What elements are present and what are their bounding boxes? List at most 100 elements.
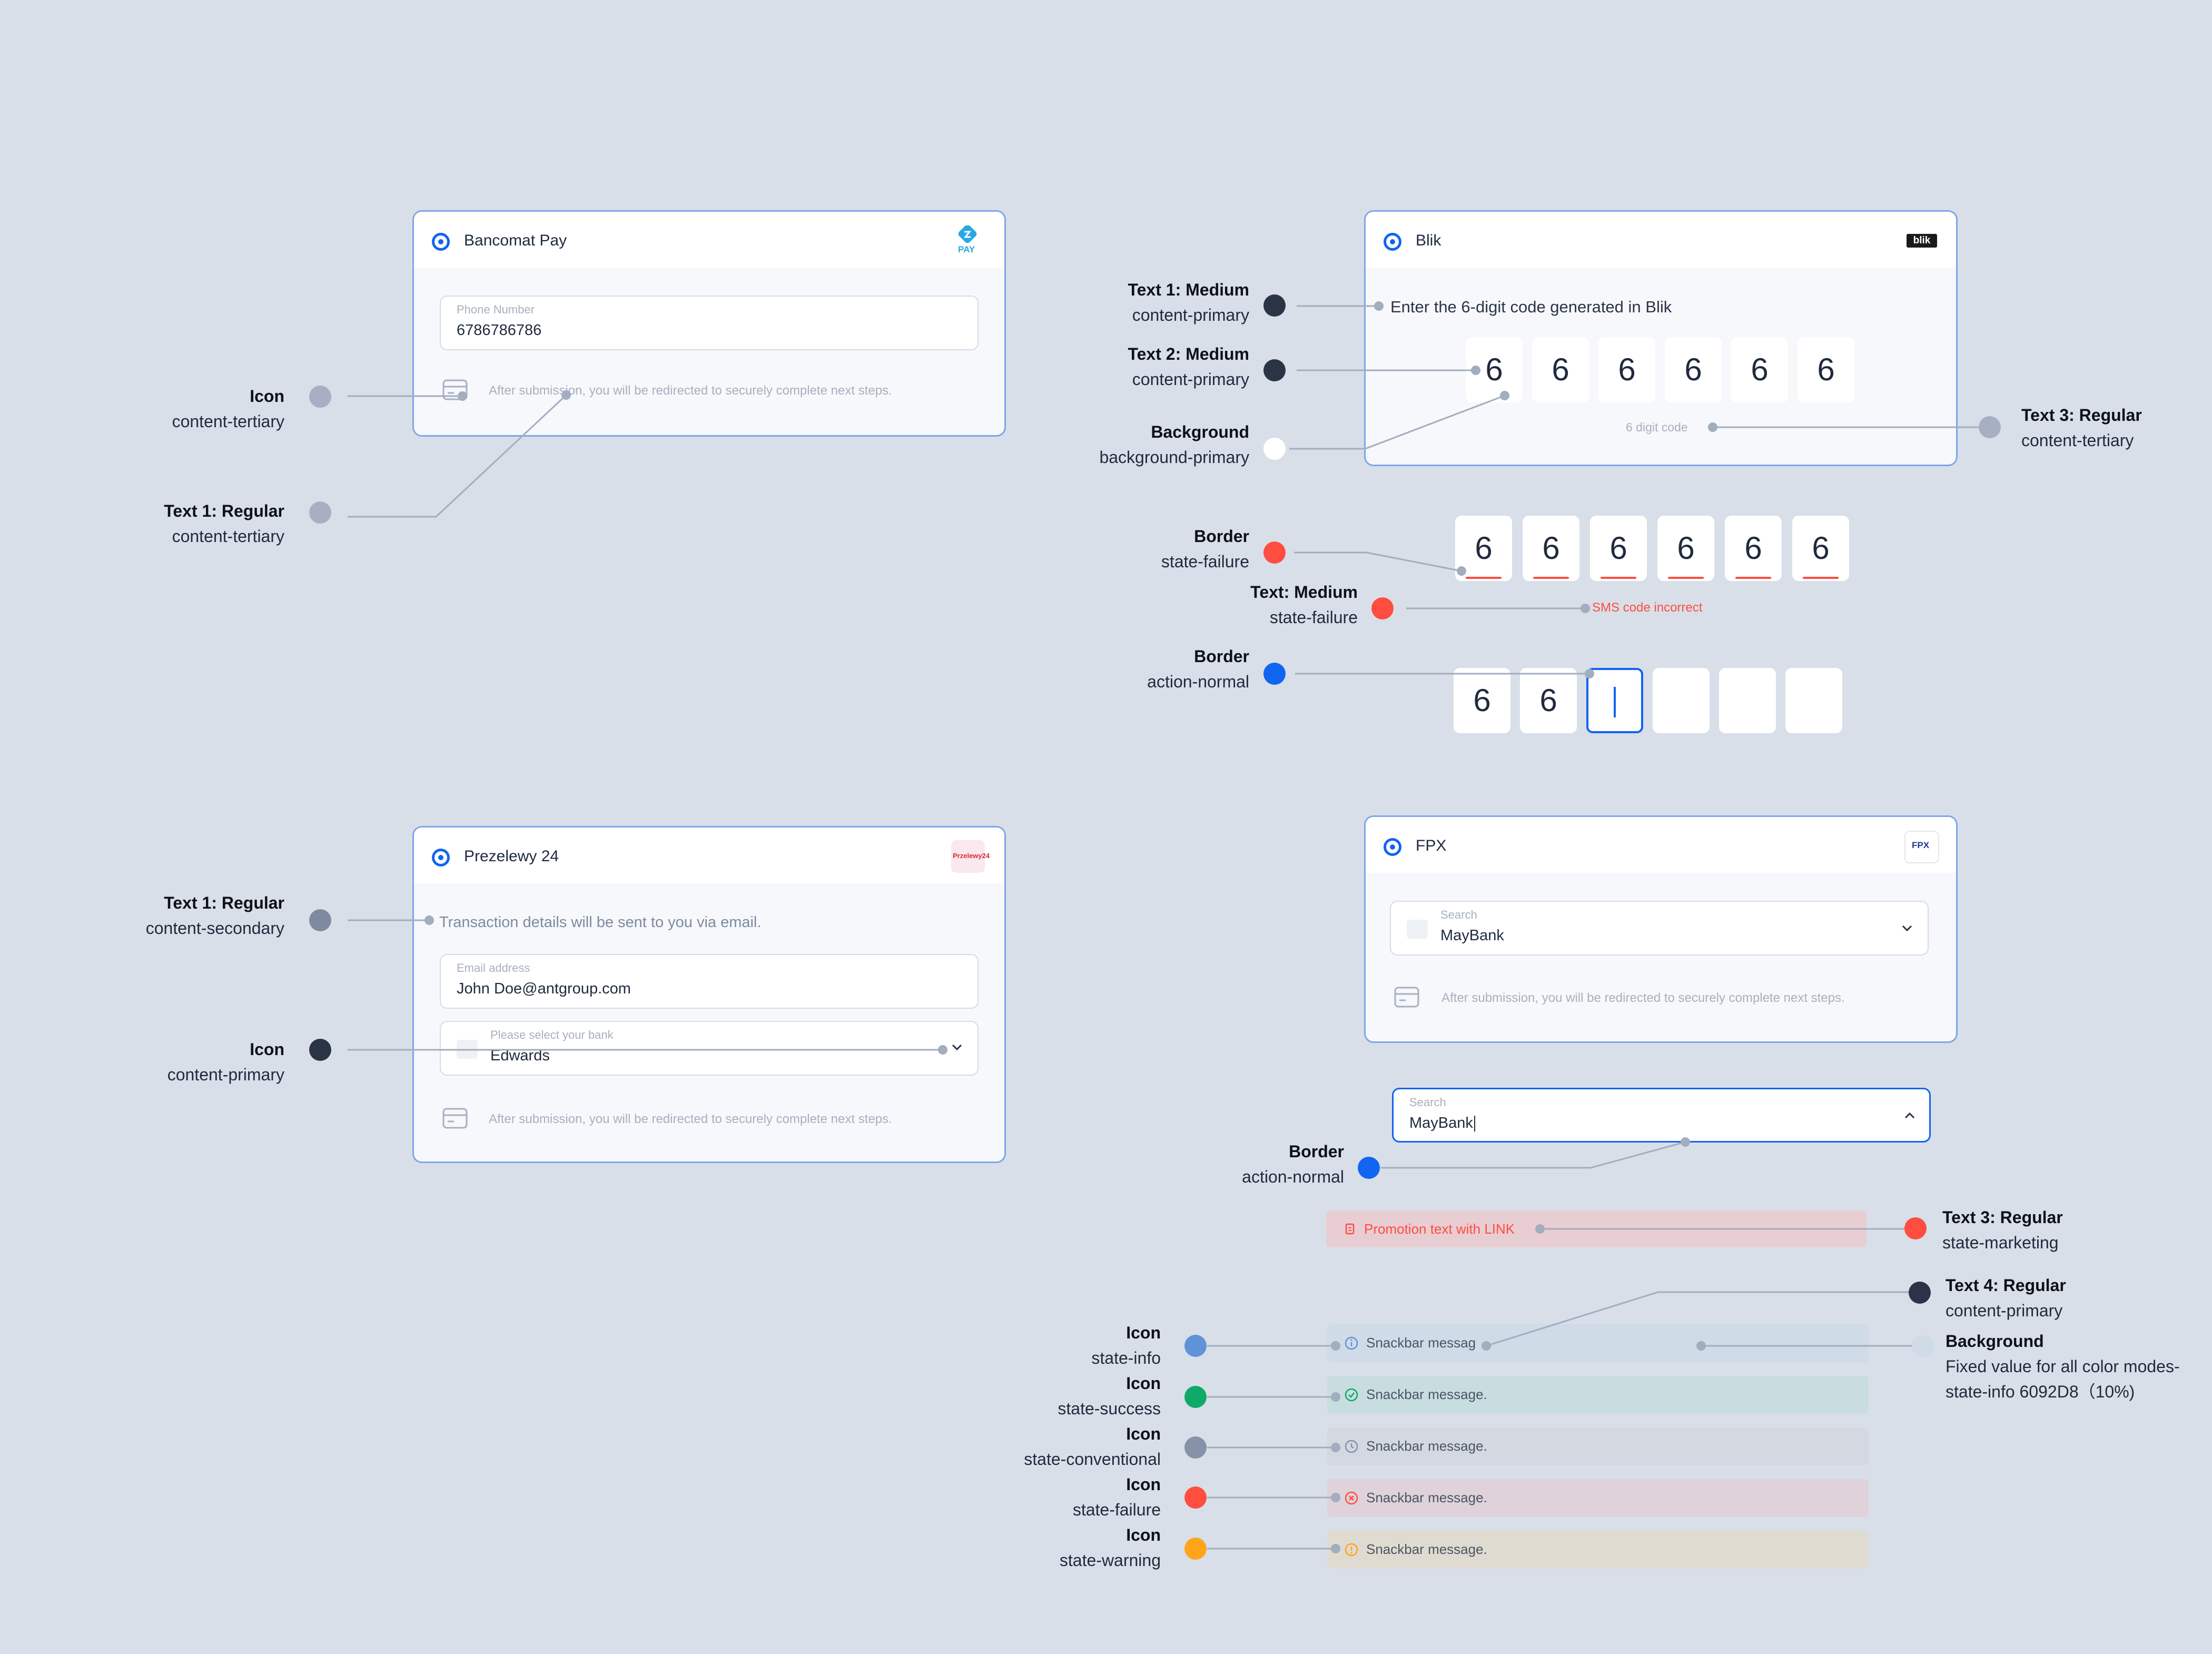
annotation-token: state-success [1058, 1399, 1161, 1418]
code-digit-box[interactable]: 6 [1665, 337, 1722, 402]
snackbar-info: Snackbar messag [1327, 1324, 1869, 1362]
swatch-content-primary [1263, 359, 1286, 381]
redirect-hint: After submission, you will be redirected… [489, 383, 892, 398]
digit-value: 6 [1684, 352, 1702, 387]
snackbar-text: Snackbar message. [1366, 1541, 1487, 1557]
annotation-token: background-primary [1099, 448, 1249, 467]
annotation-title: Border [1194, 527, 1249, 546]
digit-value: 6 [1542, 530, 1560, 566]
annotation-text-failure: Text: Medium state-failure [1250, 579, 1358, 630]
code-digit-box[interactable]: 6 [1532, 337, 1589, 402]
active-digit-box[interactable]: 6 [1520, 668, 1577, 733]
error-digit-box[interactable]: 6 [1590, 516, 1647, 581]
swatch-action-normal [1263, 663, 1286, 685]
snackbar-text: Snackbar messag [1366, 1335, 1476, 1351]
digit-value: 6 [1552, 352, 1569, 387]
text-caret [1474, 1116, 1475, 1132]
digit-value: 6 [1609, 530, 1627, 566]
annotation-title: Text: Medium [1250, 583, 1358, 602]
annotation-token: state-failure [1269, 608, 1358, 627]
swatch-content-secondary [309, 909, 331, 931]
code-digit-box[interactable]: 6 [1798, 337, 1854, 402]
annotation-token: state-failure [1072, 1500, 1161, 1519]
x-circle-icon [1344, 1491, 1359, 1505]
annotation-token: action-normal [1147, 672, 1249, 691]
info-icon [1344, 1336, 1359, 1351]
radio-selected[interactable] [1384, 838, 1401, 856]
email-field[interactable]: Email address John Doe@antgroup.com [440, 954, 979, 1009]
annotation-token: content-tertiary [172, 412, 284, 431]
swatch-state-info [1184, 1335, 1207, 1357]
annotation-title: Icon [1126, 1525, 1161, 1544]
code-digit-box[interactable]: 6 [1466, 337, 1523, 402]
annotation-token: content-secondary [145, 919, 284, 938]
swatch-state-conventional [1184, 1436, 1207, 1459]
logo-text: blik [1913, 235, 1931, 246]
bank-search-select[interactable]: Search MayBank [1390, 901, 1929, 956]
code-digit-box[interactable]: 6 [1598, 337, 1655, 402]
chevron-up-icon[interactable] [1902, 1110, 1917, 1121]
error-digit-box[interactable]: 6 [1725, 516, 1782, 581]
annotation-token: state-info 6092D8（10%) [1946, 1382, 2135, 1401]
annotation-title: Icon [1126, 1374, 1161, 1393]
card-title: FPX [1416, 837, 1447, 854]
chevron-down-icon[interactable] [950, 1042, 964, 1052]
active-digit-box[interactable] [1586, 668, 1643, 733]
field-value: Edwards [490, 1047, 550, 1064]
radio-selected[interactable] [432, 233, 450, 251]
annotation-icon-success: Icon state-success [1058, 1371, 1161, 1421]
swatch-state-marketing [1904, 1217, 1927, 1239]
swatch-action-normal [1358, 1157, 1380, 1179]
annotation-title: Icon [1126, 1424, 1161, 1443]
annotation-title: Text 1: Regular [164, 893, 284, 912]
active-digit-box[interactable] [1719, 668, 1776, 733]
card-header [1366, 817, 1956, 873]
promotion-bar[interactable]: Promotion text with LINK [1326, 1210, 1867, 1247]
field-value: John Doe@antgroup.com [457, 980, 631, 997]
promo-text[interactable]: Promotion text with LINK [1364, 1221, 1515, 1237]
error-digit-box[interactable]: 6 [1657, 516, 1714, 581]
annotation-title: Text 1: Medium [1128, 280, 1249, 299]
redirect-hint: After submission, you will be redirected… [489, 1112, 892, 1126]
fpx-card[interactable]: FPX FPX Search MayBank After submission,… [1364, 815, 1958, 1043]
swatch-content-primary [309, 1039, 331, 1061]
annotation-title: Icon [250, 387, 284, 406]
radio-selected[interactable] [1384, 233, 1401, 251]
blik-card[interactable]: Blik blik Enter the 6-digit code generat… [1364, 210, 1958, 466]
annotation-token: content-primary [1132, 306, 1249, 324]
transaction-info: Transaction details will be sent to you … [439, 914, 762, 931]
card-title: Bancomat Pay [464, 232, 567, 249]
chevron-down-icon[interactable] [1900, 923, 1914, 933]
phone-number-field[interactable]: Phone Number 6786786786 [440, 296, 979, 350]
annotation-token: content-primary [1946, 1301, 2063, 1320]
snackbar-warning: Snackbar message. [1327, 1531, 1869, 1569]
digit-caret [1614, 687, 1616, 717]
radio-selected[interactable] [432, 849, 450, 867]
error-digit-box[interactable]: 6 [1455, 516, 1512, 581]
snackbar-text: Snackbar message. [1366, 1438, 1487, 1454]
code-digit-box[interactable]: 6 [1731, 337, 1788, 402]
annotation-text1-medium: Text 1: Medium content-primary [1128, 277, 1249, 328]
swatch-content-primary [1909, 1282, 1931, 1304]
error-digit-box[interactable]: 6 [1792, 516, 1849, 581]
przelewy24-card[interactable]: Prezelewy 24 Przelewy24 Transaction deta… [412, 826, 1006, 1163]
error-digit-box[interactable]: 6 [1523, 516, 1579, 581]
active-digit-box[interactable] [1785, 668, 1842, 733]
check-circle-icon [1344, 1387, 1359, 1402]
digit-value: 6 [1744, 530, 1762, 566]
redirect-card-icon [442, 1108, 468, 1129]
active-digit-box[interactable] [1653, 668, 1710, 733]
active-digit-box[interactable]: 6 [1454, 668, 1510, 733]
bancomat-pay-card[interactable]: Bancomat Pay PAY Phone Number 6786786786… [412, 210, 1006, 437]
annotation-title: Icon [250, 1040, 284, 1059]
bank-select[interactable]: Please select your bank Edwards [440, 1021, 979, 1076]
active-search-field[interactable]: Search MayBank [1392, 1088, 1931, 1143]
